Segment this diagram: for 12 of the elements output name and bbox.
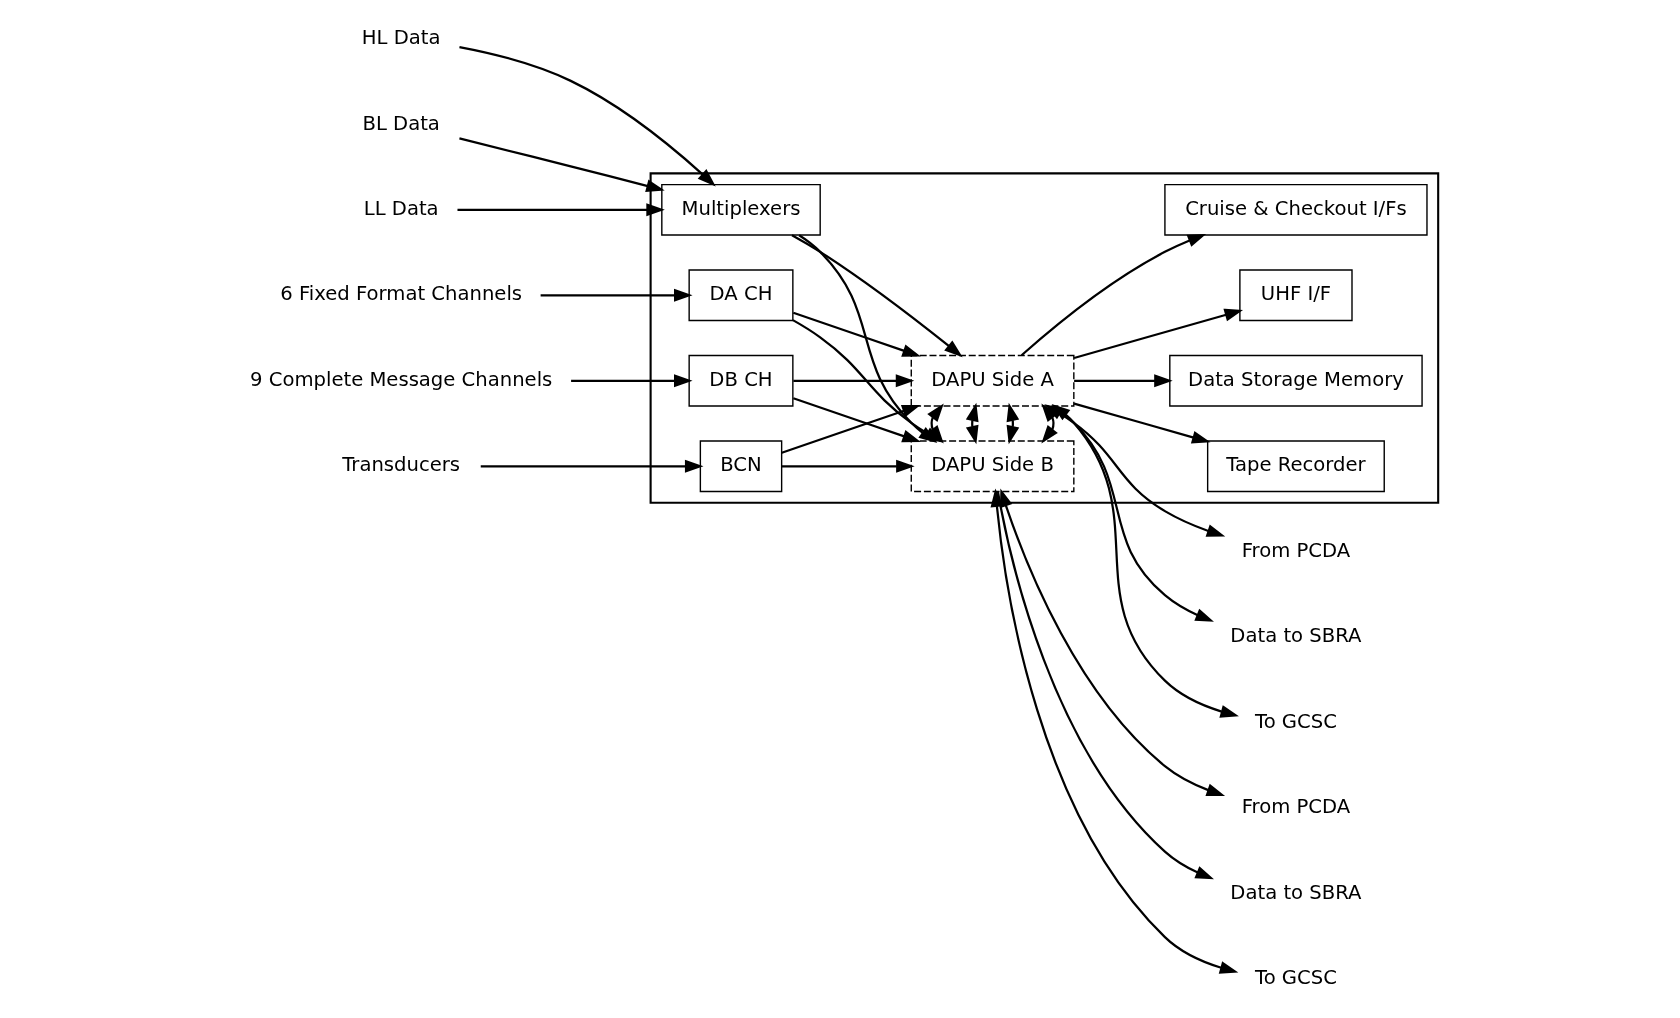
node-text: 9 Complete Message Channels (249, 367, 552, 391)
node-text: BL Data (361, 111, 440, 135)
node-text: LL Data (363, 196, 439, 220)
node-text: To GCSC (1254, 966, 1337, 990)
node-text: From PCDA (1241, 538, 1350, 562)
node-text: HL Data (361, 26, 441, 50)
node-text: Transducers (341, 453, 460, 477)
node-text: To GCSC (1254, 709, 1337, 733)
node-text: Data to SBRA (1229, 624, 1362, 648)
node-text: From PCDA (1241, 795, 1350, 819)
node-text: Data to SBRA (1229, 880, 1362, 904)
node-text: 6 Fixed Format Channels (279, 282, 522, 306)
